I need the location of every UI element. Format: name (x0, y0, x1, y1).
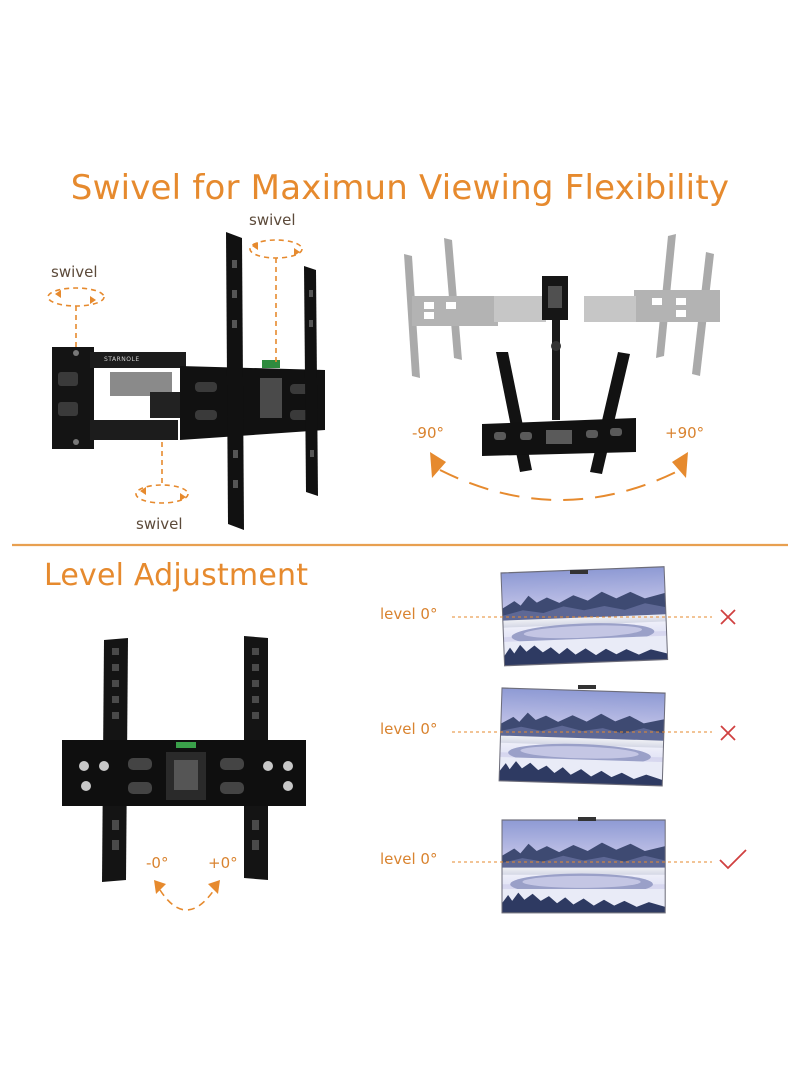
brand-label: STARNOLE (104, 356, 140, 363)
level-cross-icon-2 (720, 725, 736, 741)
swivel-label-bottom: swivel (136, 515, 183, 533)
tilt-label-plus: +0° (208, 854, 238, 872)
center-mount-icon (482, 276, 636, 474)
swivel-heading: Swivel for Maximun Viewing Flexibility (70, 168, 730, 208)
level-cross-icon-1 (720, 609, 736, 625)
rotation-ghost-icon (404, 234, 720, 378)
rotation-arc-arrow (430, 452, 688, 501)
level-heading: Level Adjustment (44, 558, 309, 593)
level-tv-2 (498, 685, 666, 787)
swivel-arrow-icon (47, 239, 303, 504)
level-mount-icon (62, 636, 306, 882)
angle-label-right: +90° (665, 424, 705, 442)
angle-label-left: -90° (412, 424, 444, 442)
full-motion-mount-icon (52, 232, 325, 530)
swivel-label-top: swivel (249, 211, 296, 229)
tilt-arc-arrow (154, 880, 220, 911)
level-tv-1 (500, 566, 669, 667)
swivel-label-left: swivel (51, 263, 98, 281)
level-label-3: level 0° (380, 850, 438, 868)
level-check-icon (719, 849, 747, 870)
tilt-label-minus: -0° (146, 854, 169, 872)
level-label-1: level 0° (380, 605, 438, 623)
level-tv-3 (501, 817, 666, 914)
level-guide-lines (452, 616, 712, 863)
level-label-2: level 0° (380, 720, 438, 738)
